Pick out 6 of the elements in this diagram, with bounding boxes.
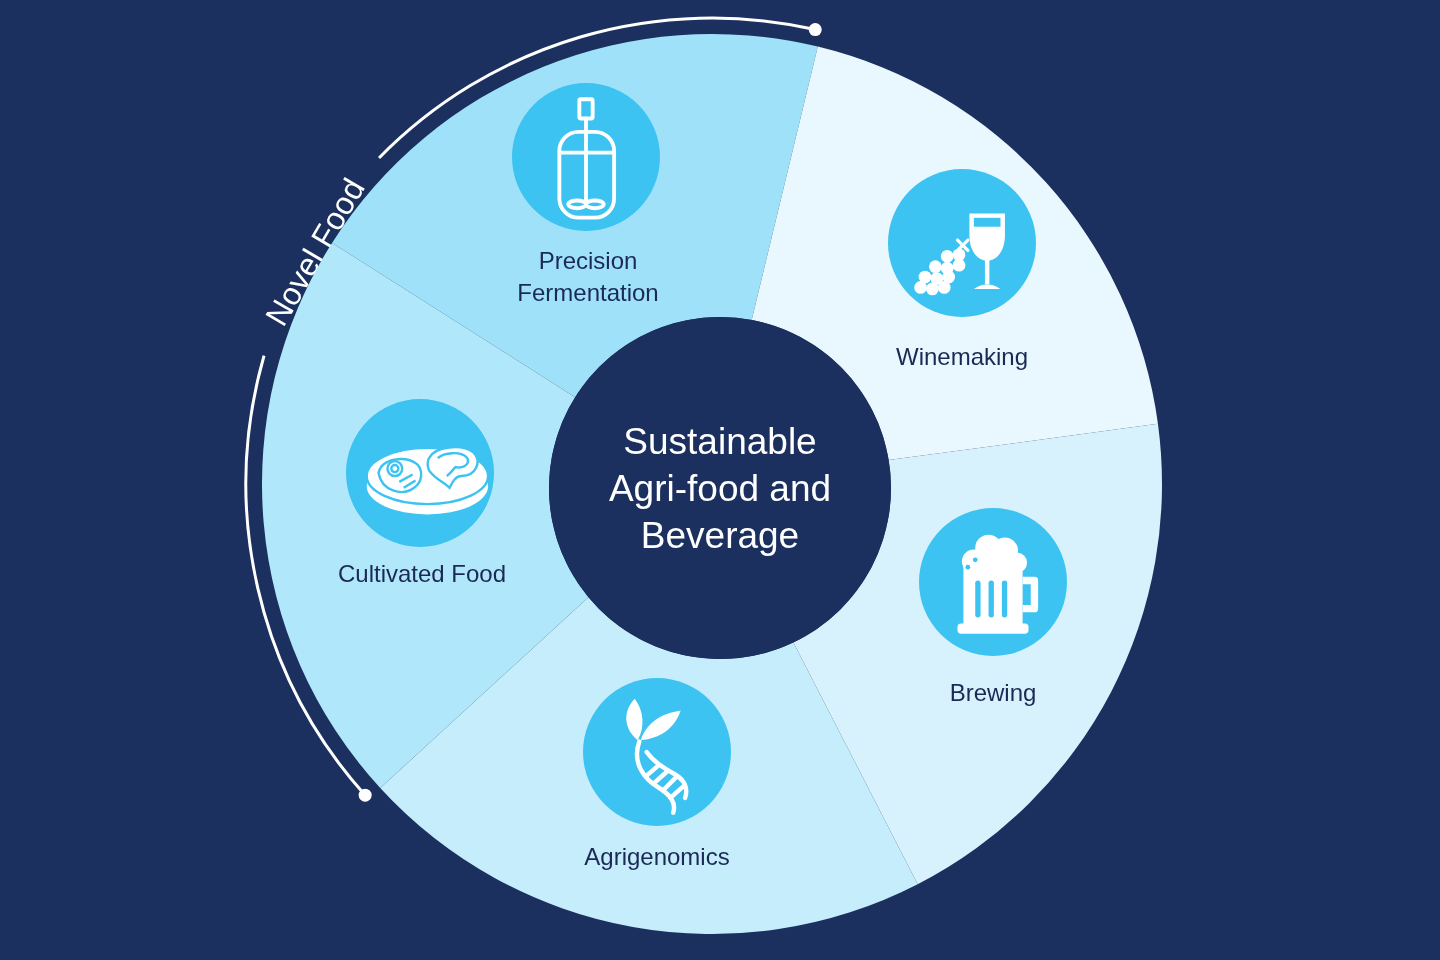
segment-label: Winemaking (896, 342, 1028, 372)
segment-label: Precision Fermentation (517, 246, 659, 308)
segment-label: Brewing (949, 678, 1037, 708)
segment-label: Cultivated Food (337, 559, 507, 589)
hub-label: Sustainable Agri-food and Beverage (607, 419, 833, 558)
segment-label: Agrigenomics (584, 842, 730, 872)
